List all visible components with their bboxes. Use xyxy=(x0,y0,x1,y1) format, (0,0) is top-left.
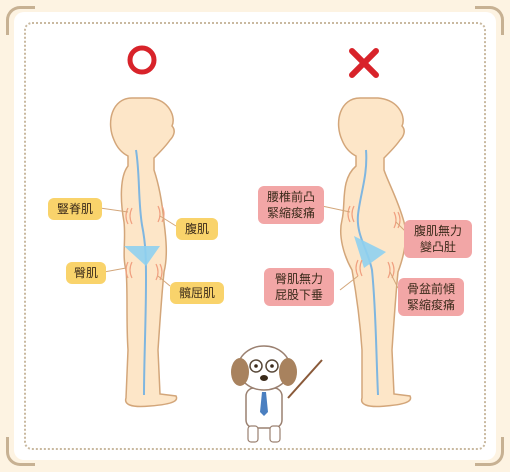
corner-ornament xyxy=(475,6,504,35)
label-gluteal-line2: 屁股下垂 xyxy=(274,288,323,302)
label-gluteal-line1: 臀肌無力 xyxy=(274,272,323,286)
label-lumbar-line2: 緊縮痠痛 xyxy=(266,206,315,220)
label-weak-gluteal: 臀肌無力 屁股下垂 xyxy=(264,268,334,306)
corner-ornament xyxy=(6,6,35,35)
label-erector-spinae: 豎脊肌 xyxy=(48,198,102,220)
label-belly-line1: 腹肌無力 xyxy=(413,224,462,238)
label-lumbar-lordosis: 腰椎前凸 緊縮痠痛 xyxy=(258,186,324,224)
label-pelvis-line1: 骨盆前傾 xyxy=(406,282,455,296)
label-belly-line2: 變凸肚 xyxy=(419,240,456,254)
dog-mascot-icon xyxy=(231,345,323,443)
label-gluteal: 臀肌 xyxy=(66,262,106,284)
label-hip-flexor: 髖屈肌 xyxy=(170,282,224,304)
label-lumbar-line1: 腰椎前凸 xyxy=(266,190,315,204)
corner-ornament xyxy=(475,437,504,466)
correct-mark-icon xyxy=(127,45,157,75)
label-abdominal: 腹肌 xyxy=(176,218,218,240)
correct-posture-figure xyxy=(109,97,178,408)
label-pelvis-line2: 緊縮痠痛 xyxy=(406,298,455,312)
incorrect-mark-icon xyxy=(349,48,379,78)
corner-ornament xyxy=(6,437,35,466)
dotted-border xyxy=(24,22,486,450)
incorrect-posture-figure xyxy=(337,97,412,408)
label-weak-abdominal: 腹肌無力 變凸肚 xyxy=(404,220,472,258)
label-anterior-pelvic-tilt: 骨盆前傾 緊縮痠痛 xyxy=(398,278,464,316)
